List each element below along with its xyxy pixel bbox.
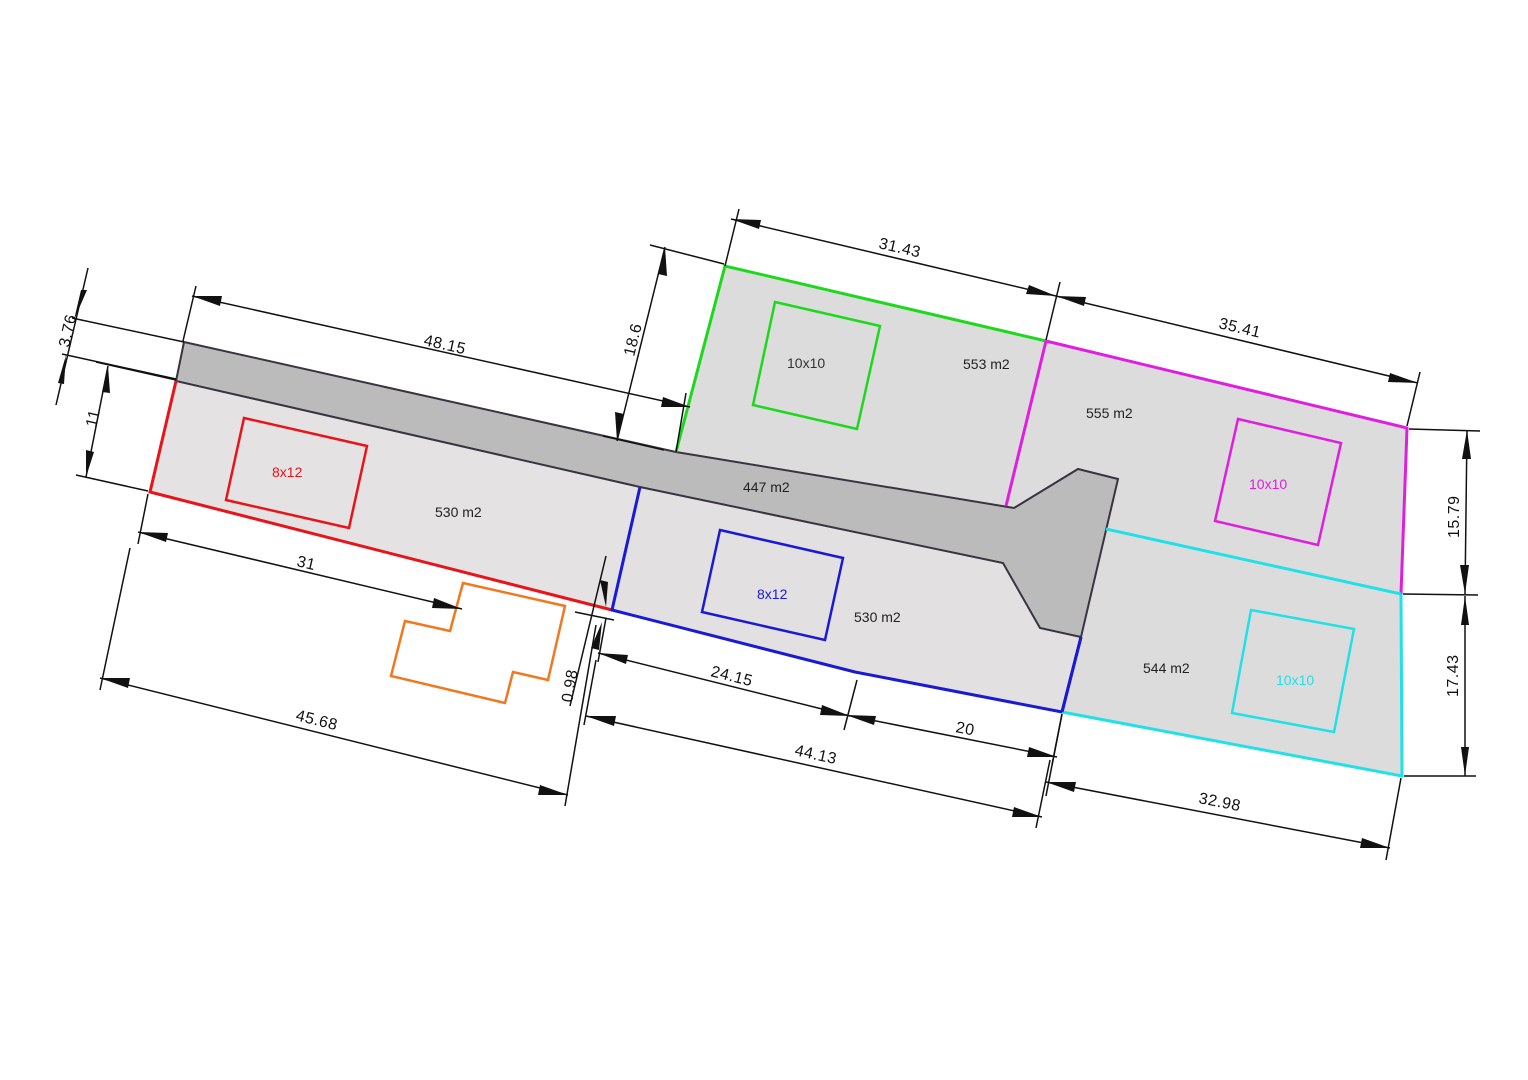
dimension-32-98: 32.98 bbox=[1045, 713, 1402, 861]
house-north-east-size-label: 10x10 bbox=[1249, 476, 1287, 492]
svg-text:35.41: 35.41 bbox=[1217, 315, 1262, 341]
svg-text:31.43: 31.43 bbox=[877, 235, 922, 261]
dimension-3-76: 3.76 bbox=[55, 267, 185, 406]
dimension-17-43: 17.43 bbox=[1404, 596, 1476, 777]
parcel-north-middle-fill bbox=[676, 266, 1046, 506]
dimension-44-13: 44.13 bbox=[583, 659, 1051, 829]
dimension-48-15: 48.15 bbox=[182, 285, 691, 453]
svg-text:11: 11 bbox=[83, 408, 104, 429]
parcel-south-east-west-edge bbox=[1060, 636, 1083, 713]
house-south-east-size-label: 10x10 bbox=[1276, 672, 1314, 688]
dimension-31: 31 bbox=[137, 493, 463, 610]
svg-text:31: 31 bbox=[295, 553, 317, 574]
parcel-north-middle-divider bbox=[1004, 340, 1048, 507]
parcel-north-middle-area-label: 553 m2 bbox=[963, 356, 1010, 372]
svg-text:3.76: 3.76 bbox=[56, 313, 80, 349]
svg-text:48.15: 48.15 bbox=[422, 332, 467, 358]
dimension-20: 20 bbox=[843, 679, 1063, 766]
svg-text:15.79: 15.79 bbox=[1446, 495, 1463, 538]
svg-text:20: 20 bbox=[954, 719, 976, 739]
parcel-south-east-area-label: 544 m2 bbox=[1143, 660, 1190, 676]
house-footprint-north-middle bbox=[751, 300, 882, 431]
parcel-west-fill bbox=[150, 381, 640, 610]
dimension-15-79: 15.79 bbox=[1402, 428, 1481, 596]
house-north-middle-size-label: 10x10 bbox=[787, 355, 825, 371]
parcel-south-east-fill bbox=[1062, 529, 1402, 776]
parcel-south-east-boundary bbox=[1061, 593, 1404, 778]
svg-text:44.13: 44.13 bbox=[793, 742, 838, 768]
parcel-east-divider bbox=[1105, 527, 1402, 596]
house-footprint-south-middle bbox=[700, 528, 845, 642]
parcel-north-east-area-label: 555 m2 bbox=[1086, 405, 1133, 421]
svg-text:45.68: 45.68 bbox=[294, 707, 339, 734]
svg-text:0.98: 0.98 bbox=[559, 668, 581, 704]
parcel-south-middle-fill bbox=[612, 487, 1081, 712]
svg-text:18.6: 18.6 bbox=[621, 322, 646, 358]
dimension-0-98: 0.98 bbox=[559, 555, 615, 707]
svg-text:17.43: 17.43 bbox=[1445, 654, 1462, 697]
parcel-west-area-label: 530 m2 bbox=[435, 504, 482, 520]
house-west-size-label: 8x12 bbox=[272, 464, 303, 480]
house-footprint-south-east bbox=[1230, 608, 1356, 734]
parcel-south-middle-area-label: 530 m2 bbox=[854, 609, 901, 625]
svg-text:32.98: 32.98 bbox=[1197, 790, 1242, 815]
existing-building-outline bbox=[389, 581, 567, 705]
house-footprint-north-east bbox=[1213, 417, 1343, 547]
house-footprint-west bbox=[224, 416, 369, 530]
house-south-middle-size-label: 8x12 bbox=[757, 586, 788, 602]
dimension-11: 11 bbox=[75, 361, 177, 492]
road-area-label: 447 m2 bbox=[743, 479, 790, 495]
parcel-north-east-boundary bbox=[1045, 339, 1409, 595]
parcel-west-boundary bbox=[148, 380, 613, 612]
